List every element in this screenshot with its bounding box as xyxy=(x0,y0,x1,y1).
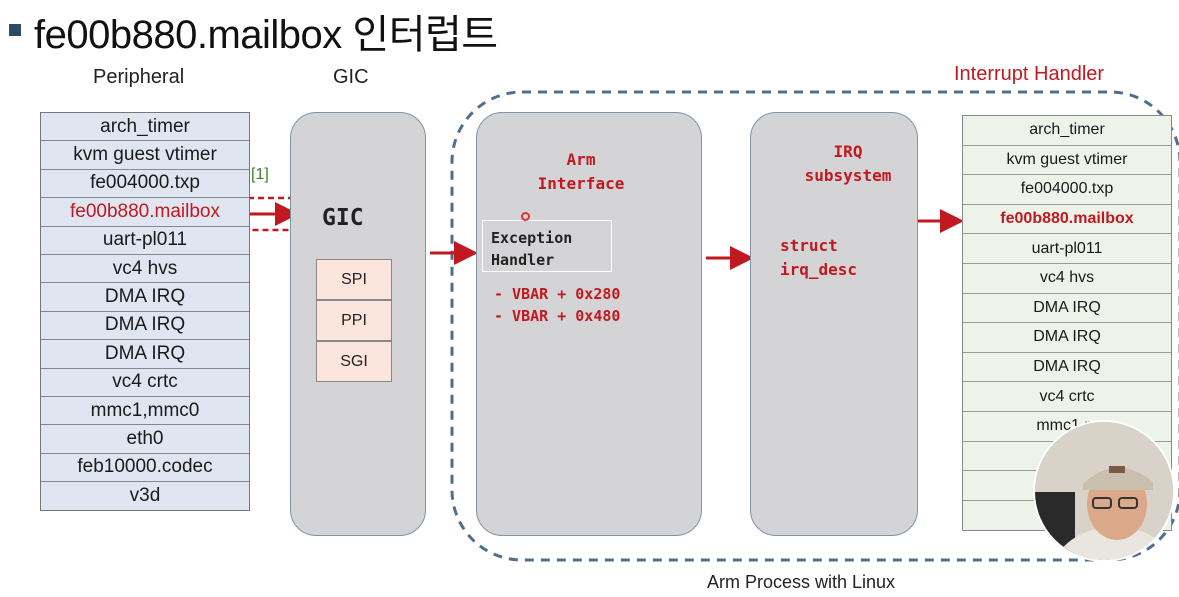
pointer-dot xyxy=(521,212,530,221)
peripheral-item: eth0 xyxy=(41,425,249,454)
ref-marker: [1] xyxy=(251,166,269,183)
handler-item: uart-pl011 xyxy=(963,234,1171,264)
arm-process-label: Arm Process with Linux xyxy=(707,572,896,592)
handler-item: vc4 hvs xyxy=(963,264,1171,294)
vbar-vector-item: - VBAR + 0x280 xyxy=(494,285,621,303)
peripheral-item: DMA IRQ xyxy=(41,312,249,341)
peripheral-item: arch_timer xyxy=(41,113,249,142)
irq-subsystem-title-line1: IRQ xyxy=(833,142,863,161)
exception-handler-box: Exception Handler xyxy=(482,220,612,272)
peripheral-list: arch_timer kvm guest vtimer fe004000.txp… xyxy=(40,112,250,512)
vbar-vector-list: - VBAR + 0x280 - VBAR + 0x480 xyxy=(494,283,620,327)
peripheral-item: v3d xyxy=(129,485,161,507)
irq-subsystem-title-line2: subsystem xyxy=(804,166,892,185)
peripheral-item: vc4 crtc xyxy=(41,369,249,397)
title-bullet xyxy=(9,24,21,36)
presenter-webcam xyxy=(1033,420,1175,562)
peripheral-item: feb10000.codec xyxy=(41,454,249,483)
irq-desc-struct-line2: irq_desc xyxy=(780,260,858,279)
handler-item: fe004000.txp xyxy=(963,175,1171,205)
irq-desc-struct-line1: struct xyxy=(780,236,838,255)
gic-header: GIC xyxy=(333,66,369,88)
arm-interface-box xyxy=(476,112,702,536)
arm-process-boundary xyxy=(450,90,1179,562)
peripheral-item: uart-pl011 xyxy=(41,227,249,255)
irq-subsystem-box xyxy=(750,112,918,536)
handler-item: kvm guest vtimer xyxy=(963,146,1171,176)
vbar-vector-item: - VBAR + 0x480 xyxy=(494,307,621,325)
peripheral-header: Peripheral xyxy=(93,66,185,88)
presenter-image xyxy=(1035,422,1173,560)
gic-type-ppi: PPI xyxy=(316,300,392,341)
irq-desc-struct: struct irq_desc xyxy=(780,234,857,282)
arm-interface-title-line1: Arm xyxy=(566,150,596,169)
peripheral-item-highlighted: fe00b880.mailbox xyxy=(41,198,249,227)
peripheral-item: vc4 hvs xyxy=(41,255,249,284)
gic-type-sgi: SGI xyxy=(316,341,392,382)
peripheral-item: mmc1,mmc0 xyxy=(41,397,249,426)
arm-interface-title-line2: Interface xyxy=(537,174,625,193)
page-title: fe00b880.mailbox 인터럽트 xyxy=(34,13,498,57)
handler-item: vc4 crtc xyxy=(963,382,1171,412)
handler-item: DMA IRQ xyxy=(963,353,1171,383)
interrupt-handler-header: Interrupt Handler xyxy=(954,63,1105,85)
peripheral-item: DMA IRQ xyxy=(41,283,249,312)
exception-handler-line2: Handler xyxy=(491,251,555,269)
handler-item-highlighted: fe00b880.mailbox xyxy=(963,205,1171,235)
gic-label: GIC xyxy=(322,205,364,231)
peripheral-item: kvm guest vtimer xyxy=(41,141,249,170)
handler-item: arch_timer xyxy=(963,116,1171,146)
handler-item: DMA IRQ xyxy=(963,323,1171,353)
arm-interface-title: Arm Interface xyxy=(476,148,686,196)
peripheral-item: fe004000.txp xyxy=(41,170,249,199)
irq-subsystem-title: IRQ subsystem xyxy=(750,140,946,188)
gic-type-spi: SPI xyxy=(316,259,392,300)
handler-item: DMA IRQ xyxy=(963,294,1171,324)
peripheral-item: DMA IRQ xyxy=(41,340,249,369)
exception-handler-line1: Exception xyxy=(491,229,573,247)
